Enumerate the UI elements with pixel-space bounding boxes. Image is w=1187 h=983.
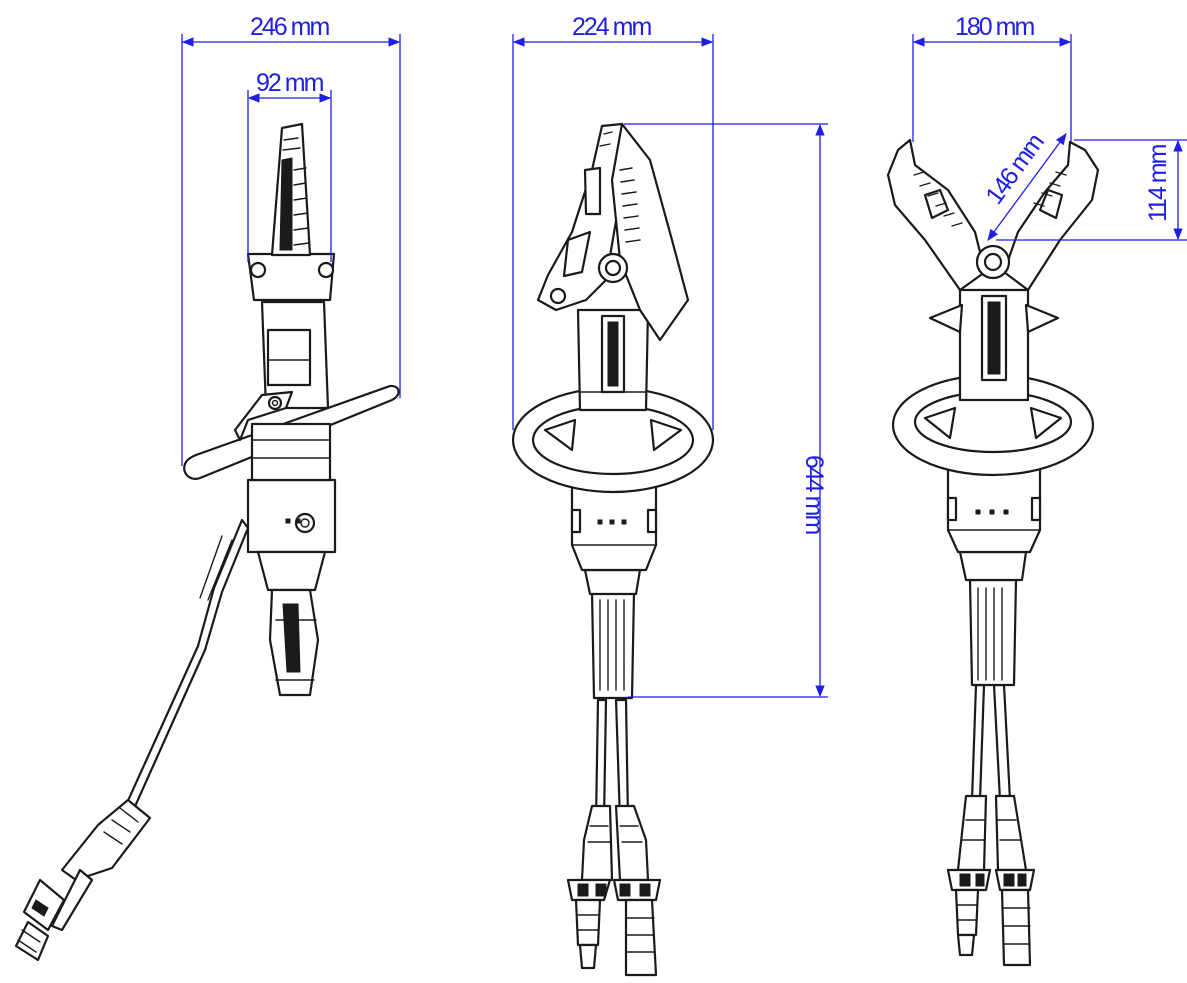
tool-body [576, 308, 650, 412]
dimension-line-146 [987, 133, 1067, 241]
base-grip [246, 478, 337, 697]
hose [14, 518, 250, 962]
front-view-closed [511, 122, 715, 977]
jaws-closed [536, 122, 690, 342]
dimension-label-246: 246 mm [250, 13, 329, 41]
dimensions-middle: 224 mm 644 mm [512, 13, 828, 698]
dimension-label-224: 224 mm [572, 13, 651, 41]
dimensions-left: 246 mm 92 mm [181, 13, 401, 466]
tool-body [928, 288, 1060, 402]
jaws-open [886, 138, 1100, 292]
twin-hoses [946, 683, 1036, 967]
handle-ring [511, 386, 715, 494]
tool-body [233, 252, 336, 482]
side-view [14, 122, 400, 962]
dimension-label-180: 180 mm [955, 13, 1034, 41]
front-view-open [886, 138, 1100, 967]
dimension-label-146: 146 mm [980, 129, 1049, 210]
jaw-side [270, 122, 312, 257]
dimension-label-114: 114 mm [1144, 144, 1172, 222]
handle-ring [891, 373, 1095, 477]
dimension-label-644: 644 mm [800, 455, 828, 534]
twin-hoses [566, 698, 662, 977]
dimension-label-92: 92 mm [256, 69, 324, 97]
